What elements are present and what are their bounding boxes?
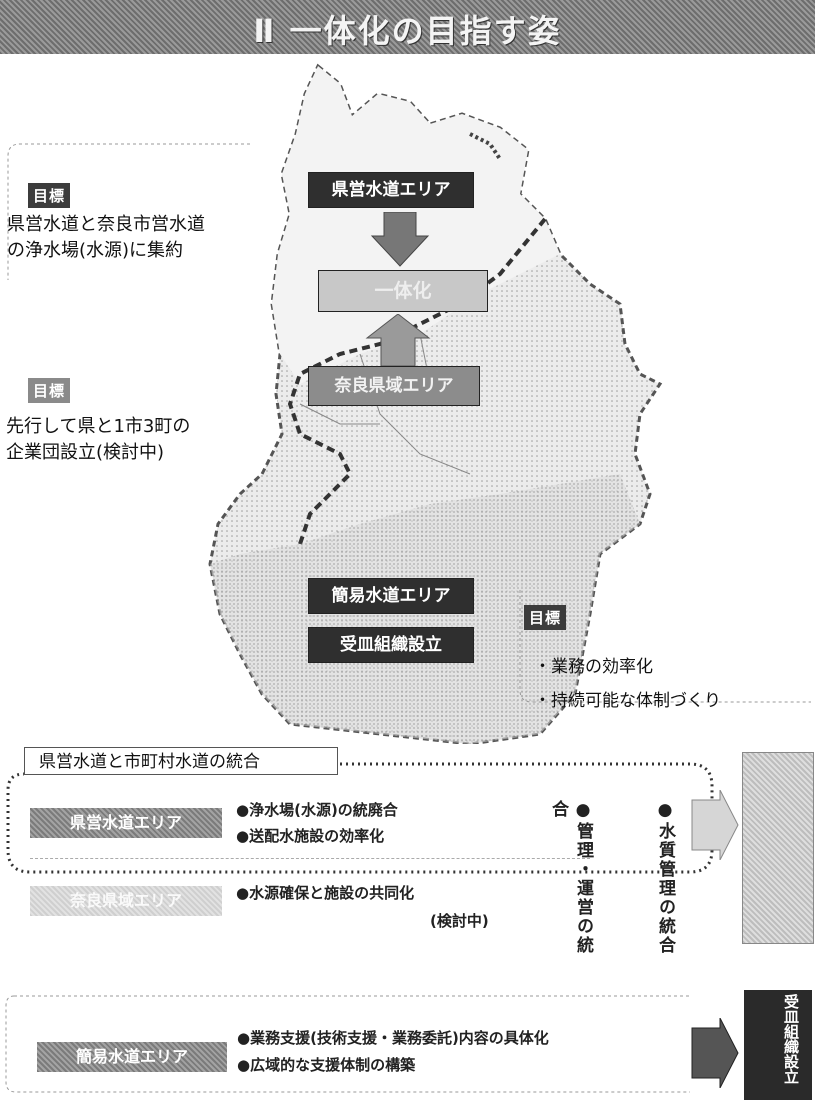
goal2-line1: 先行して県と1市3町の [6, 416, 191, 437]
area2-label: 奈良県域エリア [30, 886, 222, 916]
management-integration-text: ●管理・運営の統合 [548, 800, 593, 955]
simple-bullet1: ●業務支援(技術支援・業務委託)内容の具体化 [237, 1029, 549, 1047]
right-arrow-icon-upper [691, 790, 739, 860]
north-boundary-dots [469, 132, 502, 161]
right-arrow-icon-lower [691, 1018, 739, 1088]
goal3-item2: ・持続可能な体制づくり [534, 691, 721, 711]
goal1-line2: の浄水場(水源)に集約 [7, 240, 184, 261]
area1-bullet2: ●送配水施設の効率化 [236, 827, 385, 845]
map-box-nara-area: 奈良県域エリア [308, 366, 480, 406]
simple-bullet2: ●広域的な支援体制の構築 [237, 1056, 416, 1074]
goal2-tag: 目標 [28, 378, 71, 403]
receiving-org-box: 受皿組織設立 [744, 990, 812, 1100]
row-divider [30, 858, 590, 859]
area2-note: (検討中) [430, 912, 489, 930]
map-box-simple-water: 簡易水道エリア [308, 578, 474, 614]
upper-result-box [742, 752, 814, 944]
goal1-frame [7, 143, 250, 280]
goal2-text: 先行して県と1市3町の 企業団設立(検討中) [6, 414, 190, 466]
area-boundary-line [287, 217, 547, 545]
goal3-list: ・業務の効率化 ・持続可能な体制づくり [534, 650, 721, 718]
down-arrow-icon [370, 212, 430, 267]
page-title: Ⅱ 一体化の目指す姿 [253, 12, 562, 50]
goal3-tag: 目標 [524, 605, 567, 630]
goal3-item1: ・業務の効率化 [534, 657, 653, 677]
map-box-prefectural-area: 県営水道エリア [308, 172, 474, 208]
goal2-line2: 企業団設立(検討中) [6, 442, 165, 463]
title-banner [0, 0, 815, 54]
integration-header: 県営水道と市町村水道の統合 [24, 747, 338, 775]
up-arrow-icon [365, 314, 431, 367]
map-box-integration: 一体化 [318, 270, 488, 312]
goal1-line1: 県営水道と奈良市営水道 [7, 214, 205, 235]
water-quality-integration-text: ●水質管理の統合 [655, 800, 675, 955]
area2-bullet1: ●水源確保と施設の共同化 [236, 884, 415, 902]
area1-bullet1: ●浄水場(水源)の統廃合 [236, 801, 398, 819]
goal1-text: 県営水道と奈良市営水道 の浄水場(水源)に集約 [7, 212, 205, 264]
simple-water-frame [5, 995, 690, 1093]
simple-water-label: 簡易水道エリア [37, 1042, 227, 1072]
integration-frame [6, 762, 714, 874]
map-box-receiving-org: 受皿組織設立 [308, 627, 474, 663]
goal1-tag: 目標 [28, 183, 71, 208]
area1-label: 県営水道エリア [30, 808, 222, 838]
goal3-frame [519, 590, 811, 703]
